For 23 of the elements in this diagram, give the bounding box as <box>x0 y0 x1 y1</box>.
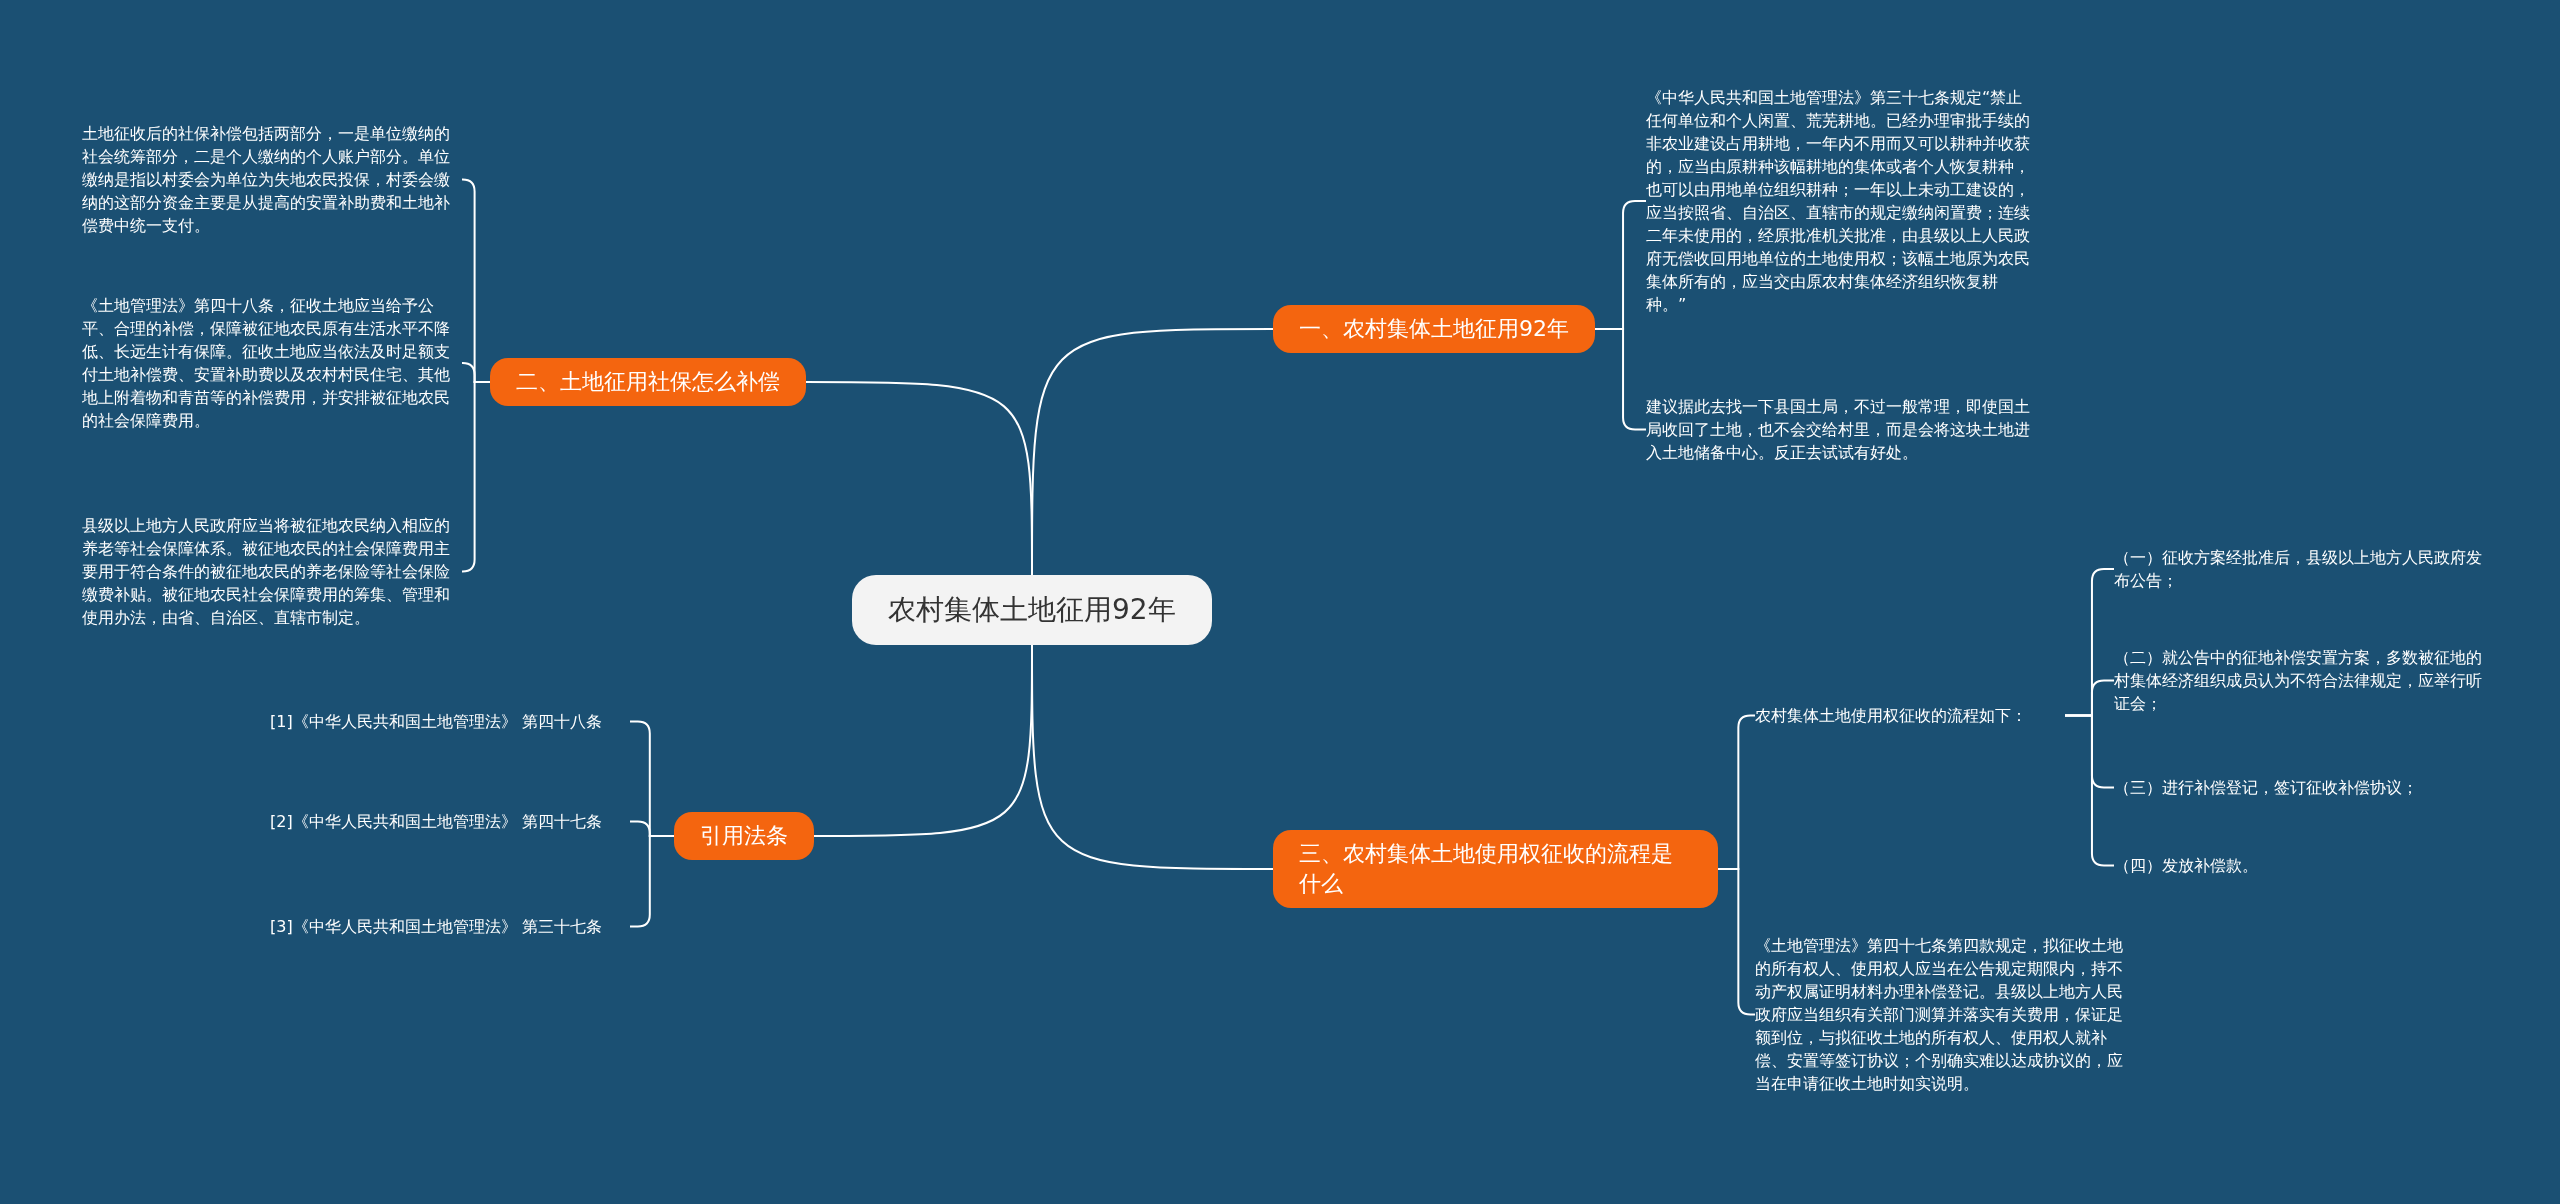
note-text: [1]《中华人民共和国土地管理法》 第四十八条 <box>270 710 630 733</box>
note-text: 县级以上地方人民政府应当将被征地农民纳入相应的养老等社会保障体系。被征地农民的社会保障费用主要用于符合条件的被征地农民的养老保险等社会保险缴费补贴。被征地农民社会保障费用的筹集、管理和使用办法，由省、自治区、直辖市制定。 <box>82 514 462 629</box>
note-text: 《中华人民共和国土地管理法》第三十七条规定“禁止任何单位和个人闲置、荒芜耕地。已经办理审批手续的非农业建设占用耕地，一年内不用而又可以耕种并收获的，应当由原耕种该幅耕地的集体或者个人恢复耕种，也可以由用地单位组织耕种；一年以上未动工建设的，应当按照省、自治区、直辖市的规定缴纳闲置费；连续二年未使用的，经原批准机关批准，由县级以上人民政府无偿收回用地单位的土地使用权；该幅土地原为农民集体所有的，应当交由原农村集体经济组织恢复耕种。” <box>1646 86 2031 316</box>
note-text: [3]《中华人民共和国土地管理法》 第三十七条 <box>270 915 630 938</box>
branch-topic: 一、农村集体土地征用92年 <box>1273 305 1595 353</box>
note-text: （二）就公告中的征地补偿安置方案，多数被征地的村集体经济组织成员认为不符合法律规定，应举行听证会； <box>2114 646 2494 715</box>
branch-topic: 三、农村集体土地使用权征收的流程是什么 <box>1273 830 1718 908</box>
note-text: [2]《中华人民共和国土地管理法》 第四十七条 <box>270 810 630 833</box>
connector-line <box>1594 328 1647 431</box>
center-topic: 农村集体土地征用92年 <box>852 575 1212 645</box>
note-text: （三）进行补偿登记，签订征收补偿协议； <box>2114 776 2494 799</box>
note-text: 《土地管理法》第四十七条第四款规定，拟征收土地的所有权人、使用权人应当在公告规定期限内，持不动产权属证明材料办理补偿登记。县级以上地方人民政府应当组织有关部门测算并落实有关费用，保证足额到位，与拟征收土地的所有权人、使用权人就补偿、安置等签订协议；个别确实难以达成协议的，应当在申请征收土地时如实说明。 <box>1755 934 2130 1095</box>
note-text: 建议据此去找一下县国土局，不过一般常理，即使国土局收回了土地，也不会交给村里，而是会将这块土地进入土地储备中心。反正去试试有好处。 <box>1646 395 2031 464</box>
note-text: （四）发放补偿款。 <box>2114 854 2494 877</box>
connector-line <box>461 381 491 573</box>
branch-topic: 引用法条 <box>674 812 814 860</box>
note-text: 《土地管理法》第四十八条，征收土地应当给予公平、合理的补偿，保障被征地农民原有生活水平不降低、长远生计有保障。征收土地应当依法及时足额支付土地补偿费、安置补助费以及农村村民住宅、其他地上附着物和青苗等的补偿费用，并安排被征地农民的社会保障费用。 <box>82 294 462 432</box>
note-text: 土地征收后的社保补偿包括两部分，一是单位缴纳的社会统筹部分，二是个人缴纳的个人账户部分。单位缴纳是指以村委会为单位为失地农民投保，村委会缴纳的这部分资金主要是从提高的安置补助费和土地补偿费中统一支付。 <box>82 122 462 237</box>
connector-line <box>813 644 1033 837</box>
note-text: 农村集体土地使用权征收的流程如下： <box>1755 704 2065 727</box>
branch-topic: 二、土地征用社保怎么补偿 <box>490 358 806 406</box>
note-text: （一）征收方案经批准后，县级以上地方人民政府发布公告； <box>2114 546 2494 592</box>
connector-line <box>805 381 1033 576</box>
